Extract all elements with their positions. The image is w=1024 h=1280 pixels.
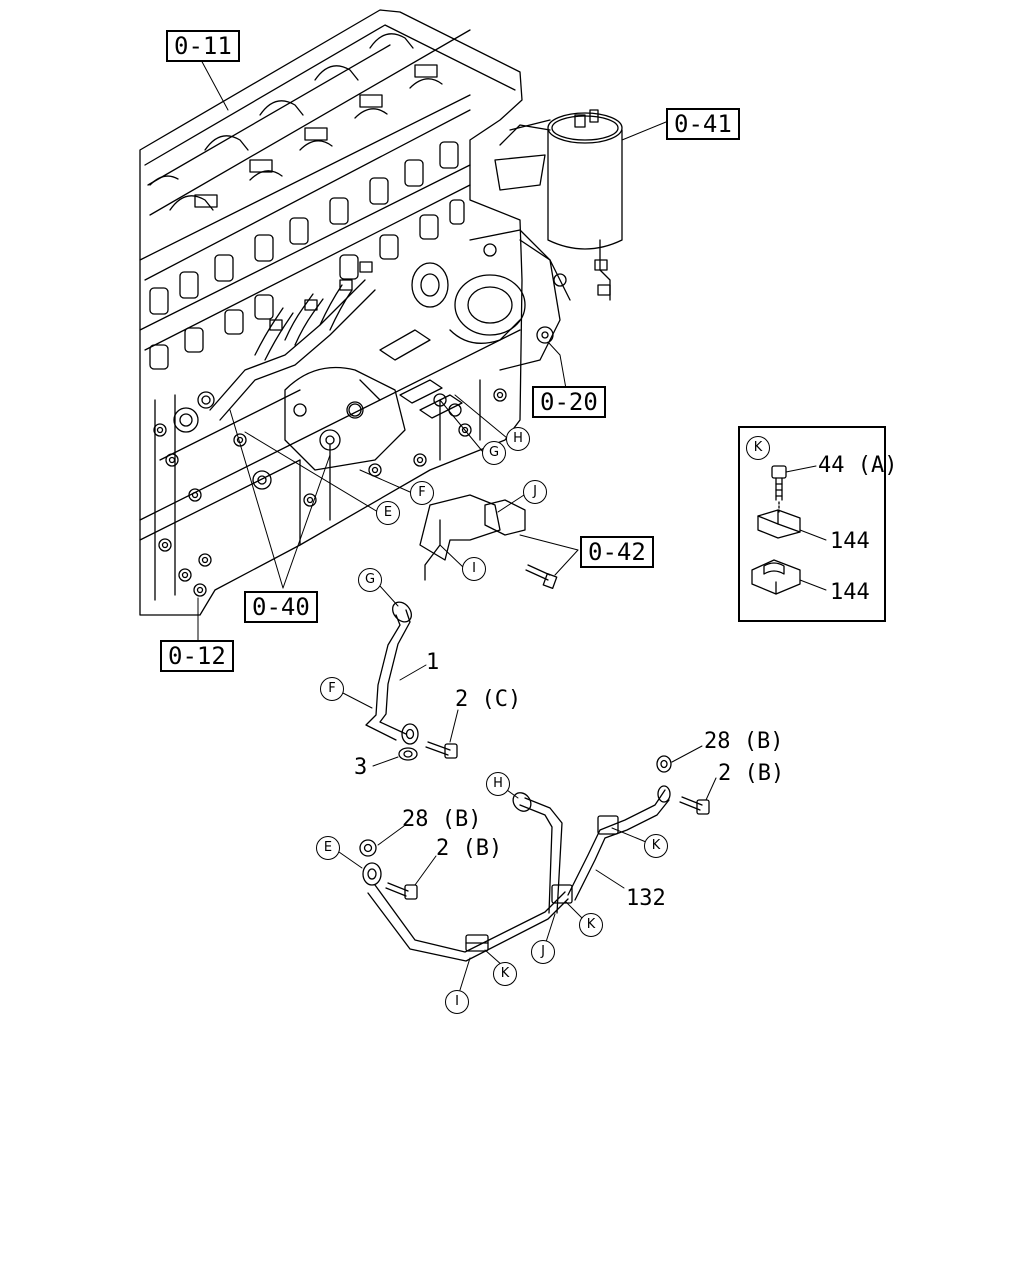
- callout-g-engine: G: [482, 441, 506, 465]
- bolt-2c: [425, 741, 458, 759]
- callout-g-pipe: G: [358, 568, 382, 592]
- part-28b-left-label: 28 (B): [402, 807, 482, 832]
- callout-i-engine: I: [462, 557, 486, 581]
- callout-k-upper: K: [644, 834, 668, 858]
- fuel-pipe-132: [362, 785, 671, 962]
- callout-k-middle: K: [579, 913, 603, 937]
- inset-clip-144-lower-label: 144: [830, 580, 870, 605]
- washer-28b-left: [359, 839, 377, 857]
- callout-f-engine: F: [410, 481, 434, 505]
- fuel-pipe-1: [365, 601, 419, 745]
- washer-3: [398, 747, 418, 761]
- bolt-2b-left: [385, 882, 418, 900]
- ref-0-41-label: 0-41: [666, 108, 740, 140]
- callout-h-pipe: H: [486, 772, 510, 796]
- part-2c-label: 2 (C): [455, 687, 522, 712]
- part-2b-right-label: 2 (B): [718, 761, 785, 786]
- inset-bolt-44a-label: 44 (A): [818, 453, 898, 478]
- ref-0-20-label: 0-20: [532, 386, 606, 418]
- part-28b-right-label: 28 (B): [704, 729, 784, 754]
- ref-0-42-label: 0-42: [580, 536, 654, 568]
- callout-i-pipe: I: [445, 990, 469, 1014]
- callout-e-engine: E: [376, 501, 400, 525]
- callout-h-engine: H: [506, 427, 530, 451]
- inset-frame: [738, 426, 886, 622]
- engine-block: [139, 9, 571, 616]
- callout-f-pipe: F: [320, 677, 344, 701]
- inset-key-k: K: [746, 436, 770, 460]
- ref-0-12-label: 0-12: [160, 640, 234, 672]
- callout-j-engine: J: [523, 480, 547, 504]
- ref-0-40-label: 0-40: [244, 591, 318, 623]
- washer-28b-right: [656, 755, 672, 773]
- ref-0-11-label: 0-11: [166, 30, 240, 62]
- part-2b-left-label: 2 (B): [436, 836, 503, 861]
- fuel-filter: [494, 109, 623, 301]
- part-3-label: 3: [354, 755, 368, 780]
- leader-lines: [197, 57, 827, 991]
- callout-e-pipe: E: [316, 836, 340, 860]
- inset-clip-144-upper-label: 144: [830, 529, 870, 554]
- bolt-2b-right: [679, 796, 710, 815]
- part-1-label: 1: [426, 650, 440, 675]
- callout-k-lower: K: [493, 962, 517, 986]
- part-132-label: 132: [626, 886, 666, 911]
- callout-j-pipe: J: [531, 940, 555, 964]
